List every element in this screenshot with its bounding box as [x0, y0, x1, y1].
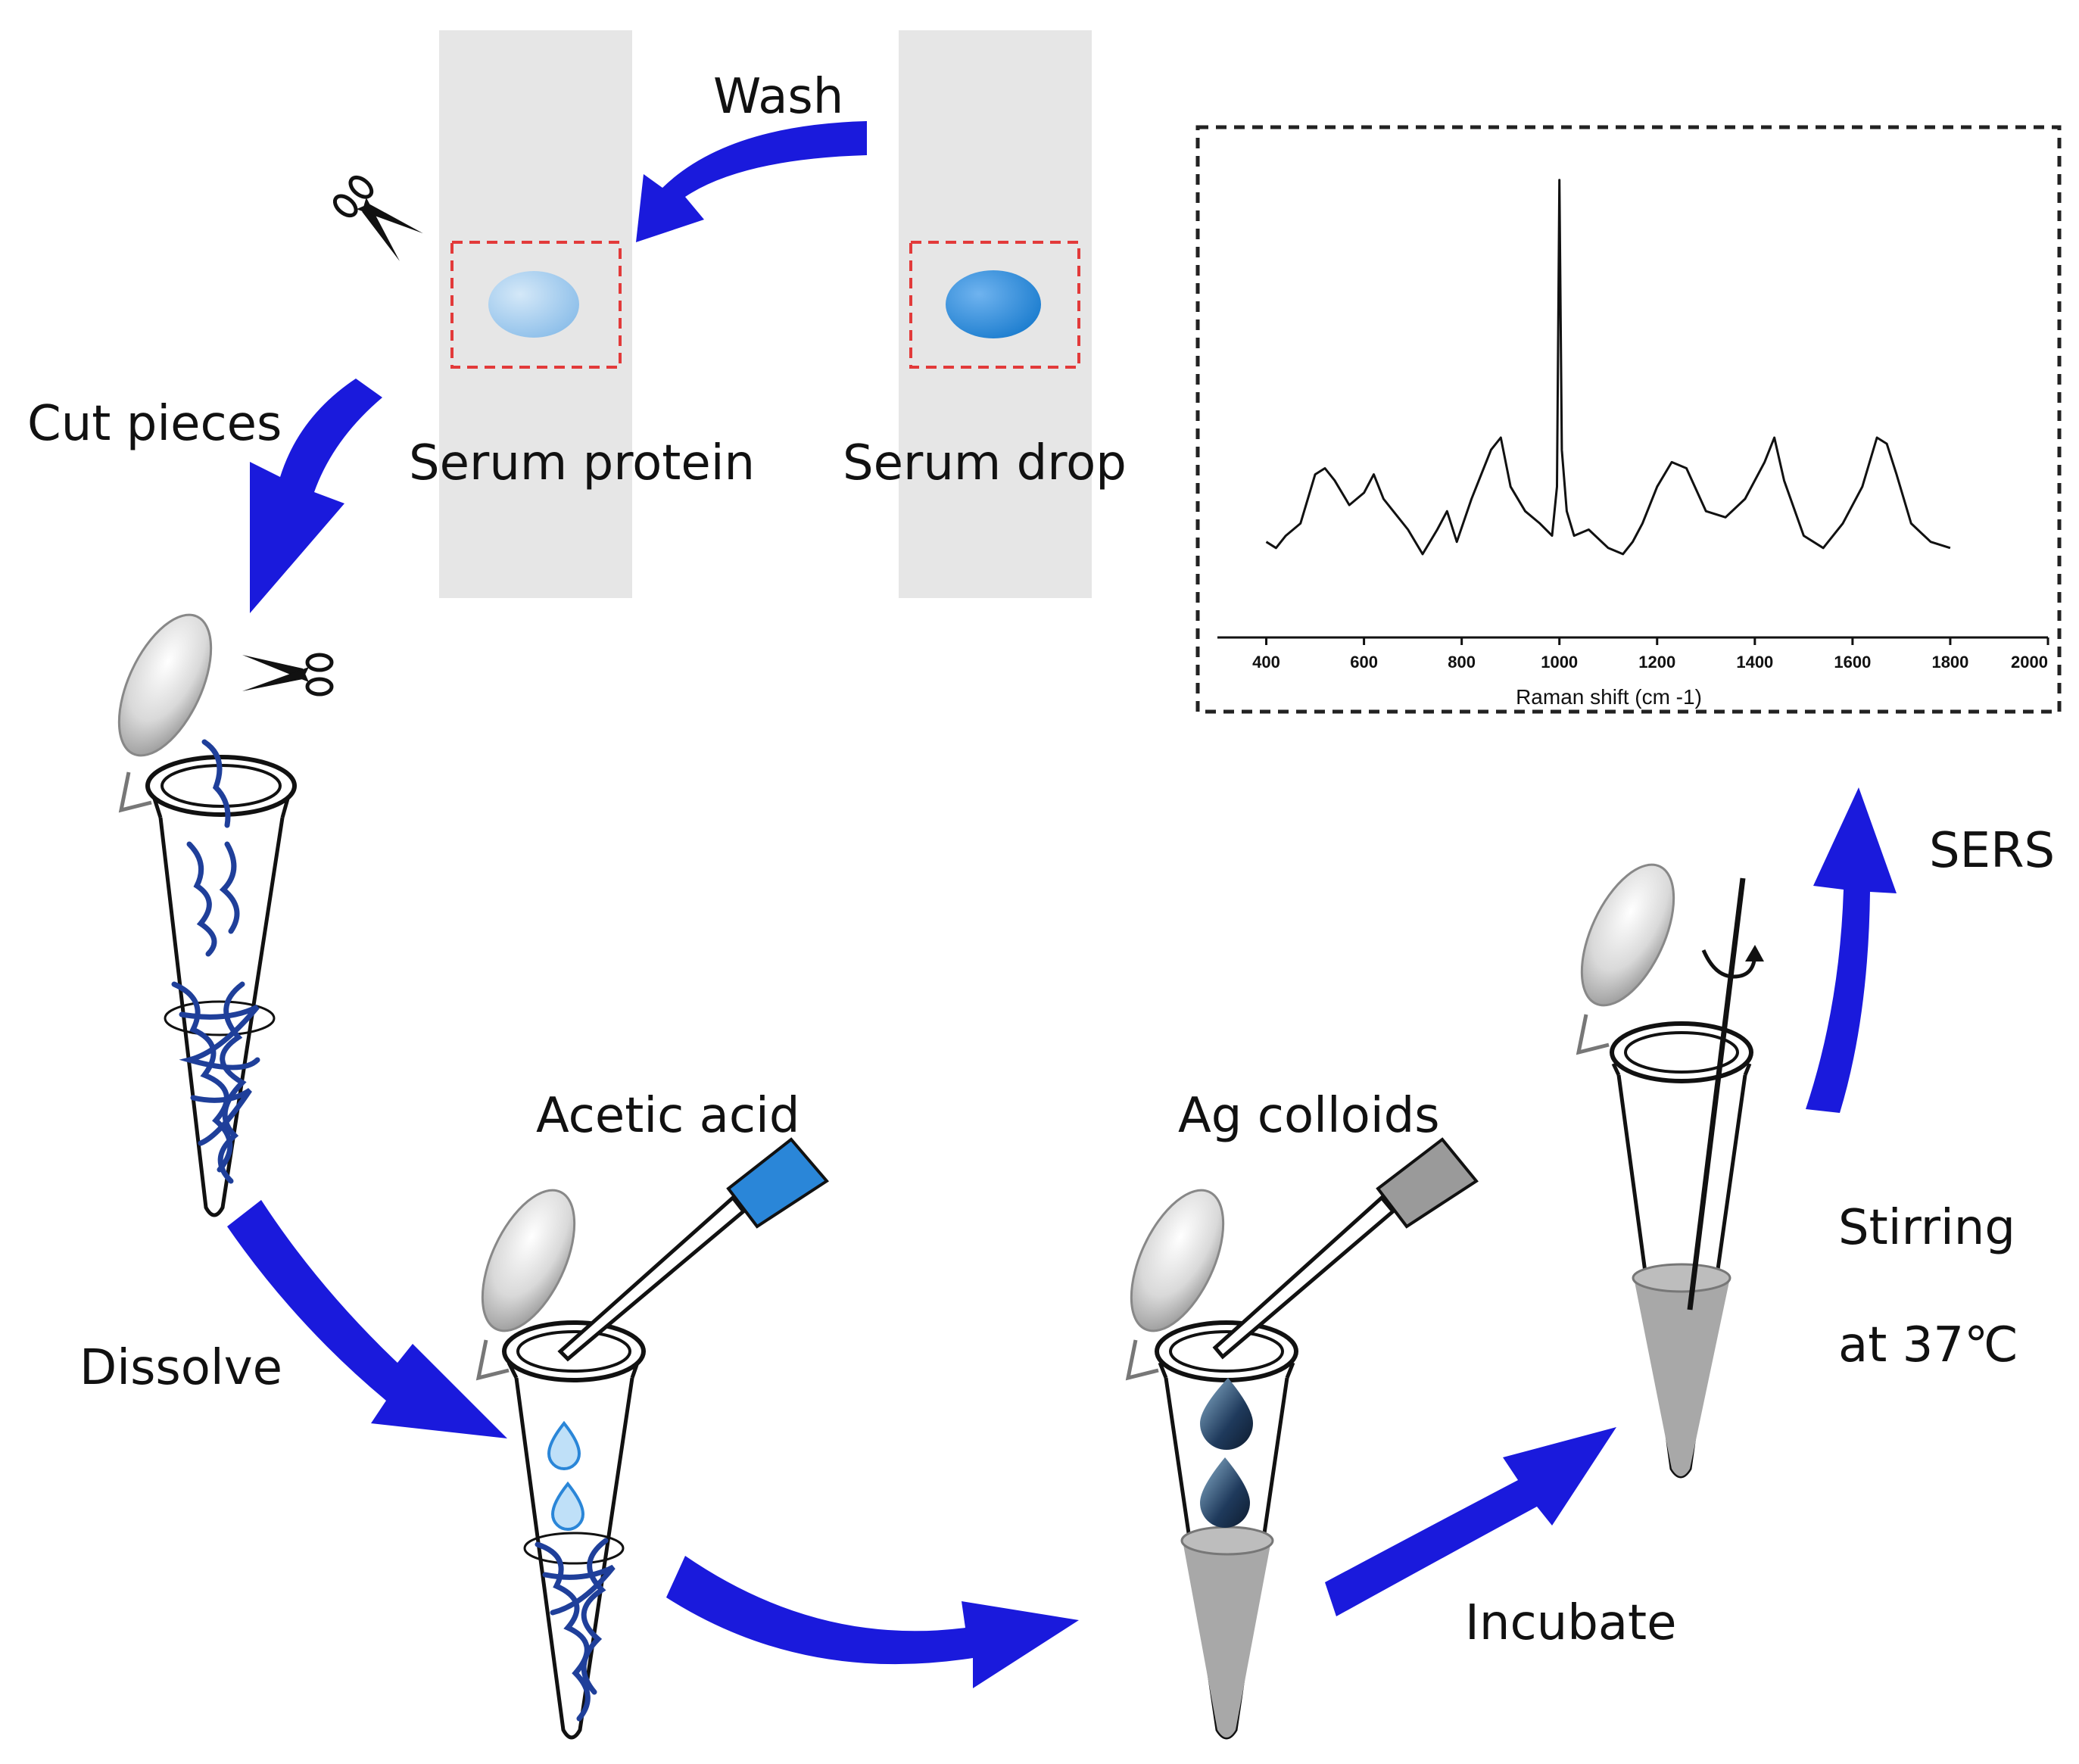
label-incubate: Incubate — [1465, 1595, 1677, 1651]
pipette-icon — [1212, 1137, 1479, 1360]
membrane-strip-drop — [899, 30, 1092, 598]
x-tick-label: 600 — [1350, 653, 1378, 672]
x-tick-label: 2000 — [2011, 653, 2048, 672]
x-tick-label: 1800 — [1931, 653, 1968, 672]
tube-icon — [1111, 1175, 1298, 1740]
label-dissolve: Dissolve — [79, 1340, 282, 1396]
sers-arrow — [1806, 787, 1897, 1113]
pipette-icon — [557, 1137, 829, 1362]
transfer-arrow — [666, 1556, 1079, 1688]
x-tick-label: 1400 — [1736, 653, 1773, 672]
chart-border — [1195, 125, 2062, 714]
x-tick-label: 800 — [1448, 653, 1476, 672]
x-tick-label: 1000 — [1541, 653, 1578, 672]
label-serum-protein: Serum protein — [409, 435, 756, 491]
label-stirring: Stirring — [1838, 1200, 2015, 1256]
acid-drop — [550, 1481, 585, 1531]
tube-icon — [462, 1175, 646, 1740]
label-acetic-acid: Acetic acid — [536, 1088, 800, 1144]
serum-drop-spot — [946, 270, 1041, 338]
rotation-arrow-icon — [1701, 949, 1757, 979]
spectrum-line — [1265, 179, 1951, 556]
stir-rod-icon — [1687, 877, 1746, 1311]
dissolve-arrow — [227, 1200, 507, 1438]
label-temperature: at 37℃ — [1838, 1317, 2018, 1373]
scissors-icon — [242, 655, 332, 694]
acid-drop — [547, 1420, 581, 1470]
incubate-arrow — [1325, 1427, 1616, 1616]
membrane-strip-protein — [439, 30, 632, 598]
x-tick-label: 1200 — [1638, 653, 1675, 672]
colloid-drop — [1200, 1457, 1250, 1528]
cut-pieces-arrow — [250, 379, 382, 613]
tube-icon — [98, 600, 297, 1217]
x-tick-label: 1600 — [1834, 653, 1871, 672]
label-wash: Wash — [713, 69, 844, 125]
label-sers: SERS — [1929, 823, 2056, 879]
wash-arrow — [636, 121, 867, 242]
serum-protein-spot — [488, 271, 579, 338]
x-axis-label: Raman shift (cm -1) — [1516, 685, 1702, 709]
label-serum-drop: Serum drop — [843, 435, 1127, 491]
tube-icon — [1561, 849, 1764, 1479]
x-tick-label: 400 — [1252, 653, 1280, 672]
scissors-icon — [332, 173, 425, 261]
colloid-drop — [1200, 1378, 1253, 1450]
label-ag-colloids: Ag colloids — [1178, 1088, 1440, 1144]
raman-spectrum-chart: 400 600 800 1000 1200 1400 1600 1800 2000 Raman … — [1195, 125, 2062, 714]
label-cut-pieces: Cut pieces — [27, 396, 282, 452]
